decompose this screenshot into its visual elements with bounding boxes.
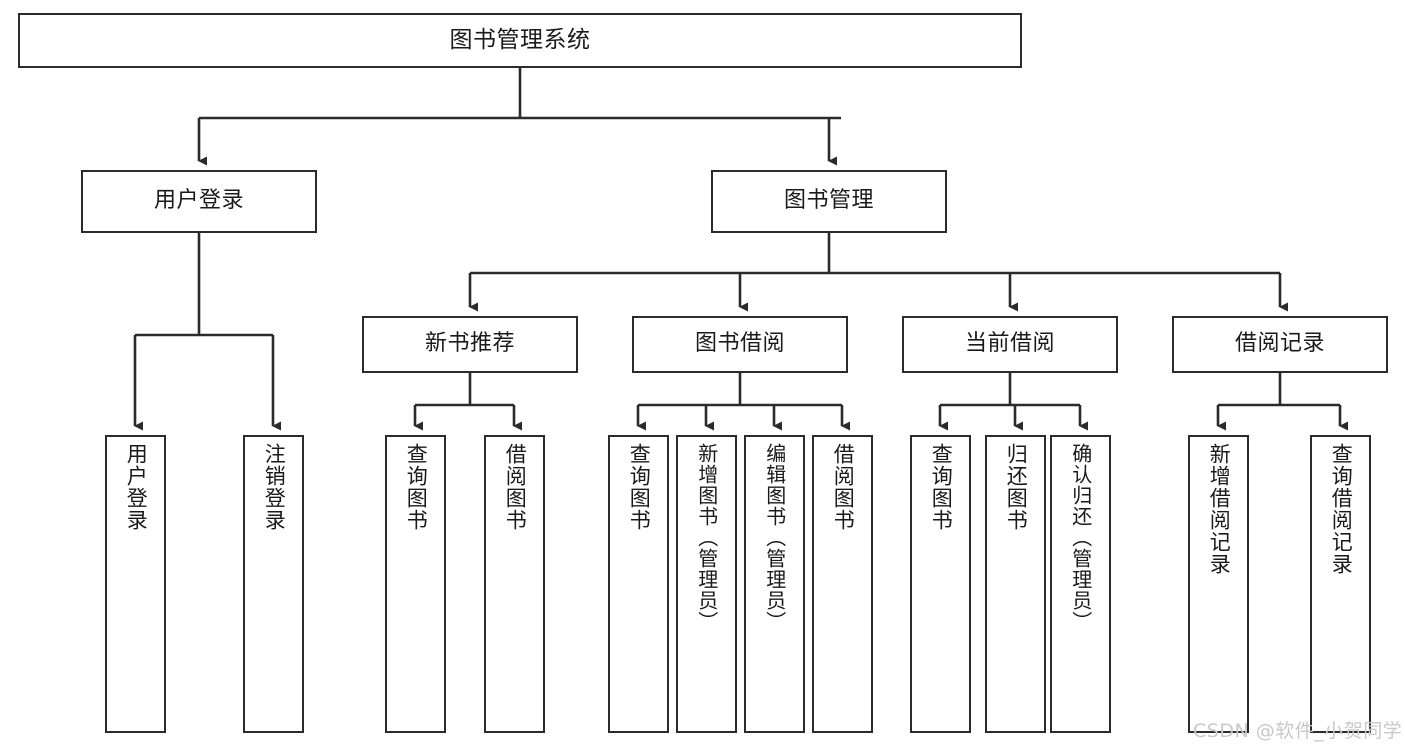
csdn-watermark: CSDN @软件_小贺同学	[1193, 720, 1403, 742]
node-leaf-query-book-1-label: 查询图书	[404, 443, 429, 531]
node-leaf-query-book-3[interactable]: 查询图书	[910, 435, 971, 733]
node-new-book-rec[interactable]: 新书推荐	[362, 316, 578, 373]
node-leaf-add-record[interactable]: 新增借阅记录	[1188, 435, 1249, 733]
node-root-label: 图书管理系统	[449, 26, 591, 53]
node-book-borrow[interactable]: 图书借阅	[632, 316, 848, 373]
node-book-manage[interactable]: 图书管理	[711, 170, 947, 233]
node-leaf-return-book-label: 归还图书	[1004, 443, 1029, 531]
node-current-borrow[interactable]: 当前借阅	[902, 316, 1118, 373]
node-leaf-borrow-book-1[interactable]: 借阅图书	[484, 435, 545, 733]
node-leaf-query-book-1[interactable]: 查询图书	[385, 435, 446, 733]
node-leaf-user-logout[interactable]: 注销登录	[243, 435, 304, 733]
node-leaf-add-book[interactable]: 新增图书（管理员）	[676, 435, 737, 733]
node-book-borrow-label: 图书借阅	[694, 331, 785, 357]
node-leaf-edit-book-label: 编辑图书（管理员）	[762, 443, 787, 632]
node-leaf-add-record-label: 新增借阅记录	[1207, 443, 1232, 575]
node-leaf-query-record-label: 查询借阅记录	[1329, 443, 1354, 575]
node-leaf-user-logout-label: 注销登录	[262, 443, 287, 531]
node-book-manage-label: 图书管理	[783, 188, 874, 214]
node-borrow-record-label: 借阅记录	[1234, 331, 1325, 357]
node-leaf-user-login[interactable]: 用户登录	[105, 435, 166, 733]
node-new-book-rec-label: 新书推荐	[424, 331, 515, 357]
node-root[interactable]: 图书管理系统	[18, 13, 1022, 68]
node-leaf-query-record[interactable]: 查询借阅记录	[1310, 435, 1371, 733]
node-leaf-borrow-book-2[interactable]: 借阅图书	[812, 435, 873, 733]
node-leaf-add-book-label: 新增图书（管理员）	[694, 443, 719, 632]
node-user-login[interactable]: 用户登录	[81, 170, 317, 233]
node-leaf-confirm-return-label: 确认归还（管理员）	[1068, 443, 1093, 632]
node-leaf-query-book-3-label: 查询图书	[929, 443, 954, 531]
node-current-borrow-label: 当前借阅	[964, 331, 1055, 357]
node-leaf-user-login-label: 用户登录	[124, 443, 149, 531]
node-leaf-edit-book[interactable]: 编辑图书（管理员）	[744, 435, 805, 733]
node-user-login-label: 用户登录	[153, 188, 244, 214]
node-leaf-return-book[interactable]: 归还图书	[985, 435, 1046, 733]
node-borrow-record[interactable]: 借阅记录	[1172, 316, 1388, 373]
node-leaf-query-book-2[interactable]: 查询图书	[608, 435, 669, 733]
node-leaf-borrow-book-1-label: 借阅图书	[503, 443, 528, 531]
node-leaf-confirm-return[interactable]: 确认归还（管理员）	[1050, 435, 1111, 733]
node-leaf-query-book-2-label: 查询图书	[627, 443, 652, 531]
node-leaf-borrow-book-2-label: 借阅图书	[831, 443, 856, 531]
